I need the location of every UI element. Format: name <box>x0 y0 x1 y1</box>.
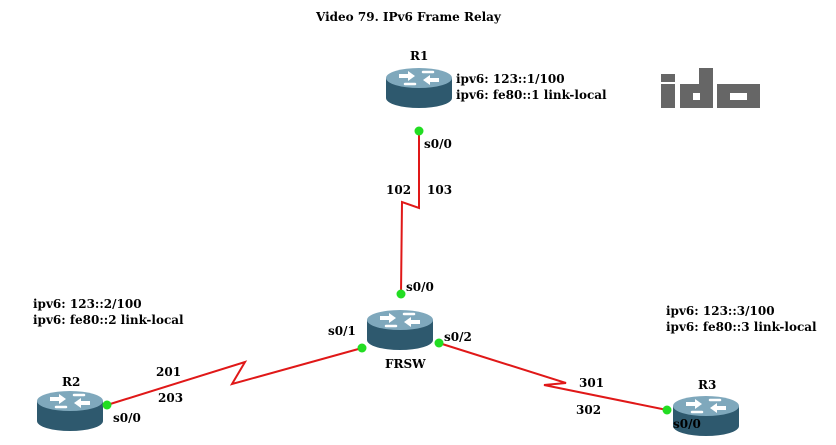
dlci-301-label: 301 <box>579 376 605 390</box>
diagram-title: Video 79. IPv6 Frame Relay <box>316 10 501 24</box>
link-r3-frsw <box>438 342 668 411</box>
r1-port-label: s0/0 <box>424 137 452 151</box>
router-r3-name: R3 <box>698 378 717 392</box>
port-dot-r3-s0-0 <box>662 405 672 415</box>
r2-ipv6-link-local: ipv6: fe80::2 link-local <box>33 313 184 327</box>
dlci-302-label: 302 <box>576 403 602 417</box>
port-dot-frsw-s0-0 <box>396 289 406 299</box>
frsw-port-s0-1-label: s0/1 <box>328 324 356 338</box>
r3-ipv6-address: ipv6: 123::3/100 <box>666 304 775 318</box>
port-dot-r2-s0-0 <box>102 400 112 410</box>
router-frsw-name: FRSW <box>385 357 426 371</box>
r3-port-label: s0/0 <box>673 417 701 431</box>
r2-ipv6-address: ipv6: 123::2/100 <box>33 297 142 311</box>
router-frsw-icon[interactable] <box>365 308 435 352</box>
router-r1-name: R1 <box>410 49 429 63</box>
router-r2-name: R2 <box>62 375 81 389</box>
r2-port-label: s0/0 <box>113 411 141 425</box>
dlci-102-label: 102 <box>386 183 412 197</box>
dlci-201-label: 201 <box>156 365 182 379</box>
ida-logo-icon <box>661 68 760 108</box>
frsw-port-s0-0-label: s0/0 <box>406 280 434 294</box>
port-dot-r1-s0-0 <box>414 126 424 136</box>
link-r2-frsw <box>106 347 363 406</box>
port-dot-frsw-s0-2 <box>434 338 444 348</box>
router-r2-icon[interactable] <box>35 389 105 433</box>
dlci-103-label: 103 <box>427 183 453 197</box>
r1-ipv6-link-local: ipv6: fe80::1 link-local <box>456 88 607 102</box>
frsw-port-s0-2-label: s0/2 <box>444 330 472 344</box>
dlci-203-label: 203 <box>158 391 184 405</box>
router-r1-icon[interactable] <box>384 66 454 110</box>
link-r1-frsw <box>400 131 420 295</box>
port-dot-frsw-s0-1 <box>357 343 367 353</box>
r1-ipv6-address: ipv6: 123::1/100 <box>456 72 565 86</box>
r3-ipv6-link-local: ipv6: fe80::3 link-local <box>666 320 817 334</box>
